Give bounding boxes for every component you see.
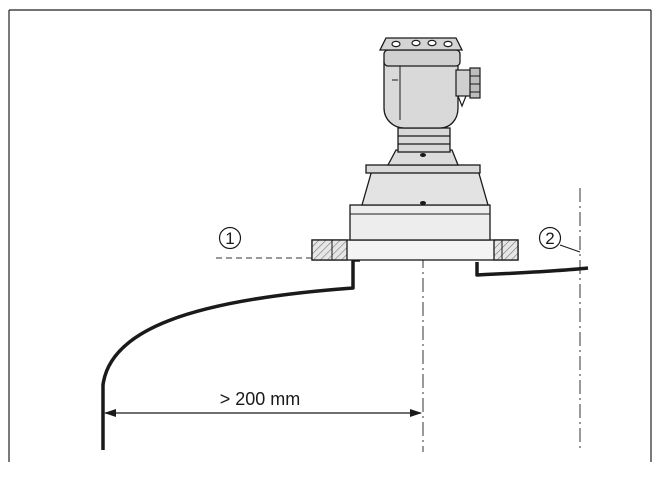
callout-1-number: 1 [225, 229, 234, 248]
callout-2: 2 [538, 226, 581, 253]
figure-frame [8, 9, 652, 462]
callout-1: 1 [218, 226, 242, 250]
sensor-housing [378, 37, 464, 129]
cover-screws [391, 39, 453, 48]
tank-roof [101, 258, 589, 450]
dimension-label: > 200 mm [220, 389, 301, 409]
cable-gland [455, 67, 481, 108]
antenna-horn [349, 149, 491, 241]
callout-2-number: 2 [545, 229, 554, 248]
mounting-flange [311, 239, 519, 261]
sensor-neck [397, 127, 451, 157]
